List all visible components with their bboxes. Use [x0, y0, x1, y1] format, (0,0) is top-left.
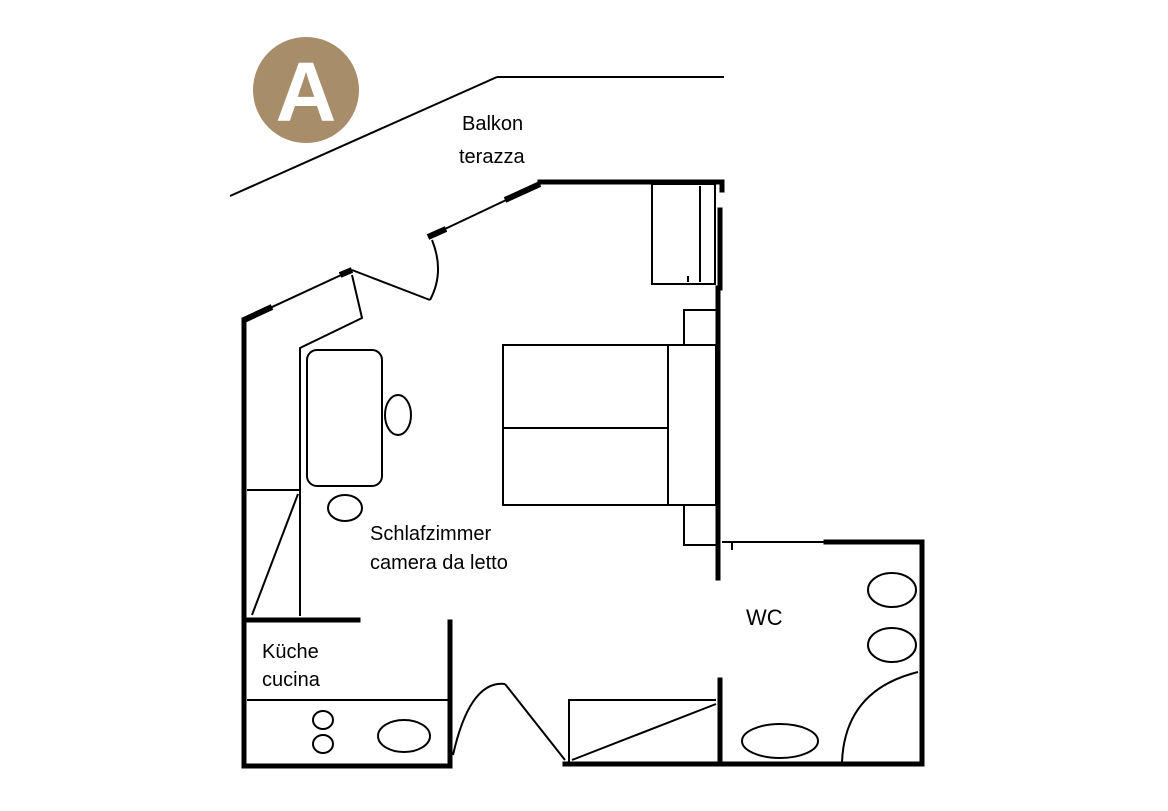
- wc-toilet: [867, 627, 917, 663]
- balcony-railing: [229, 76, 724, 197]
- dining-table: [306, 349, 383, 487]
- hallway-closet: [568, 699, 717, 762]
- nightstand-top: [683, 309, 718, 346]
- kitchen-label-it: cucina: [262, 669, 321, 691]
- left-closet: [247, 489, 300, 616]
- balcony-label-de: Balkon: [462, 113, 523, 135]
- bedroom-label-it: camera da letto: [370, 552, 508, 574]
- wc-partition: [722, 541, 826, 550]
- bedroom-label-de: Schlafzimmer: [370, 523, 491, 545]
- stove-burner-top: [312, 710, 334, 730]
- entrance-door: [452, 682, 566, 761]
- wc-shower-curve: [841, 671, 919, 763]
- nightstand-bottom: [683, 504, 718, 546]
- wc-shower-tray: [741, 723, 819, 759]
- stove-burner-bottom: [312, 734, 334, 754]
- window-facade: [242, 181, 542, 323]
- wc-washbasin: [867, 572, 917, 608]
- apartment-badge: A: [253, 37, 359, 143]
- chair-right: [384, 394, 412, 436]
- wardrobe-top-right: [651, 183, 716, 285]
- badge-circle: [253, 37, 359, 143]
- wc-label: WC: [746, 605, 783, 630]
- chair-bottom: [327, 494, 363, 522]
- kitchen-label-de: Küche: [262, 641, 319, 663]
- wardrobe-left: [299, 274, 364, 616]
- double-bed: [502, 344, 717, 506]
- balcony-door: [351, 239, 440, 301]
- balcony-label-it: terazza: [459, 146, 525, 168]
- kitchen-sink: [377, 719, 431, 753]
- badge-letter: A: [276, 45, 337, 139]
